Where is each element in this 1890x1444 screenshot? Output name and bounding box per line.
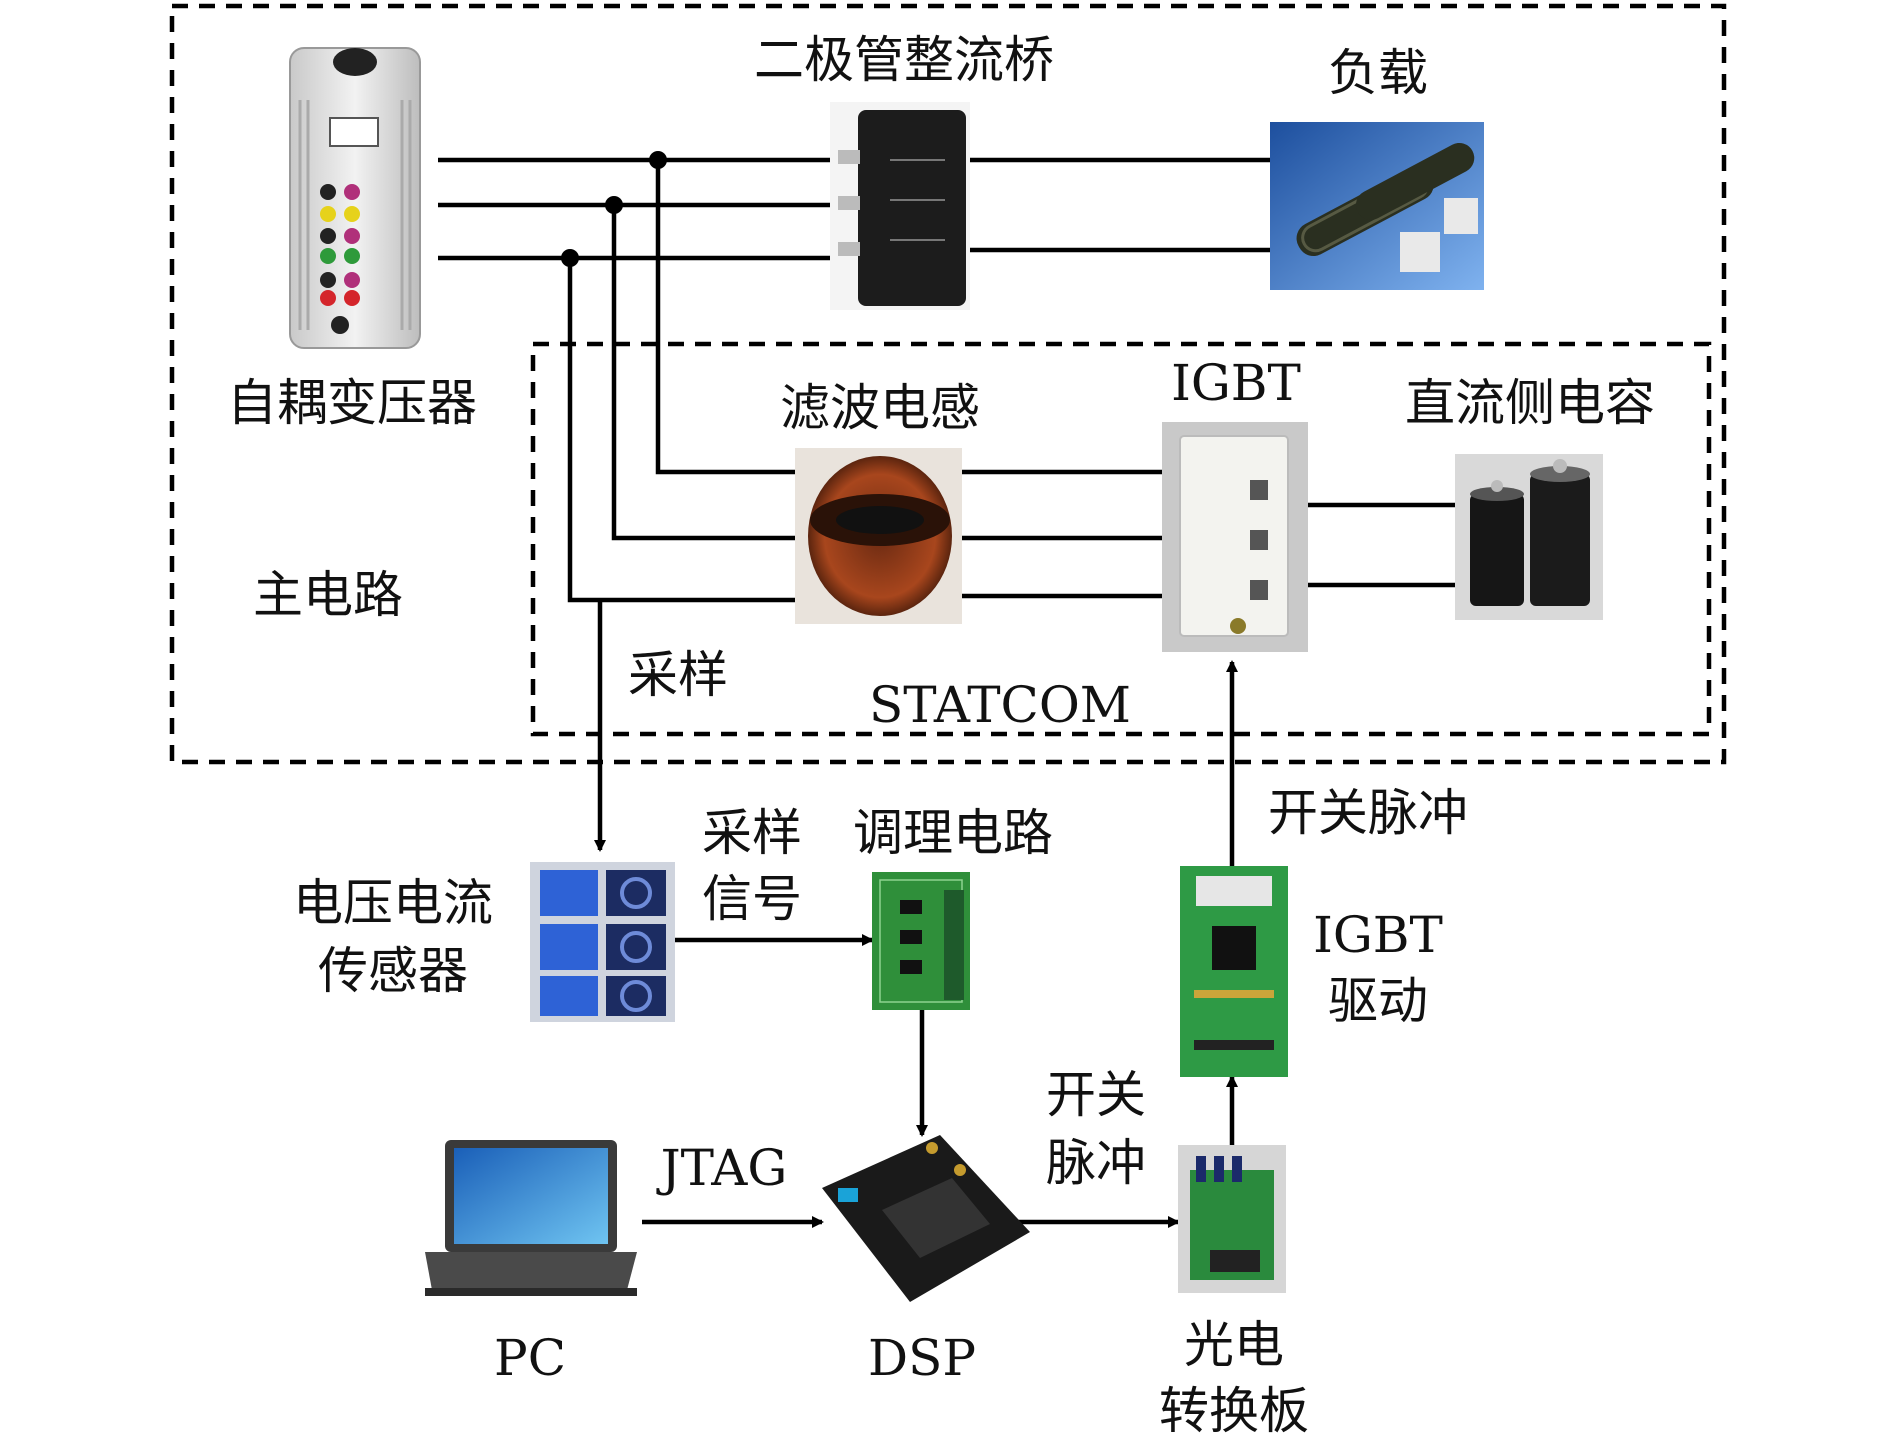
sampling-label: 采样 [628,646,728,704]
opto-label-1: 光电 [1184,1316,1284,1374]
switch-pulse-up-label: 开关脉冲 [1268,784,1468,842]
diode-bridge-label: 二极管整流桥 [754,31,1054,89]
main-circuit-boundary [169,3,1727,765]
sensor-label-2: 传感器 [318,942,468,1000]
dsp-board-image [822,1135,1030,1302]
dc-capacitor-image [1455,454,1603,620]
switch-pulse-label-2: 脉冲 [1046,1134,1146,1192]
load-label: 负载 [1328,44,1428,102]
filter-inductor-label: 滤波电感 [780,379,980,437]
three-phase-bus [438,151,830,603]
sample-signal-label-1: 采样 [702,804,802,862]
igbt-module-image [1162,422,1308,652]
igbt-drive-label-1: IGBT [1313,906,1443,964]
igbt-drive-label-2: 驱动 [1328,972,1428,1030]
jtag-label: JTAG [656,1139,788,1197]
opto-board-image [1178,1145,1286,1293]
igbt-label: IGBT [1171,354,1301,412]
filter-inductor-image [795,448,962,624]
sensor-label-1: 电压电流 [293,874,493,932]
autotransformer-image [289,47,421,349]
pc-laptop-image [425,1140,637,1296]
load-image [1270,122,1484,290]
statcom-label: STATCOM [869,676,1131,734]
pc-label: PC [494,1329,566,1387]
sensor-image [530,862,675,1022]
switch-pulse-label-1: 开关 [1046,1066,1146,1124]
autotransformer-label: 自耦变压器 [227,374,477,432]
diode-bridge-image [830,102,970,310]
igbt-drive-board-image [1180,866,1288,1077]
conditioning-label: 调理电路 [853,804,1053,862]
dc-capacitor-label: 直流侧电容 [1405,374,1655,432]
main-circuit-label: 主电路 [253,566,403,624]
conditioning-board-image [872,872,970,1010]
dsp-label: DSP [868,1329,976,1387]
sample-signal-label-2: 信号 [702,870,802,928]
opto-label-2: 转换板 [1159,1382,1309,1440]
